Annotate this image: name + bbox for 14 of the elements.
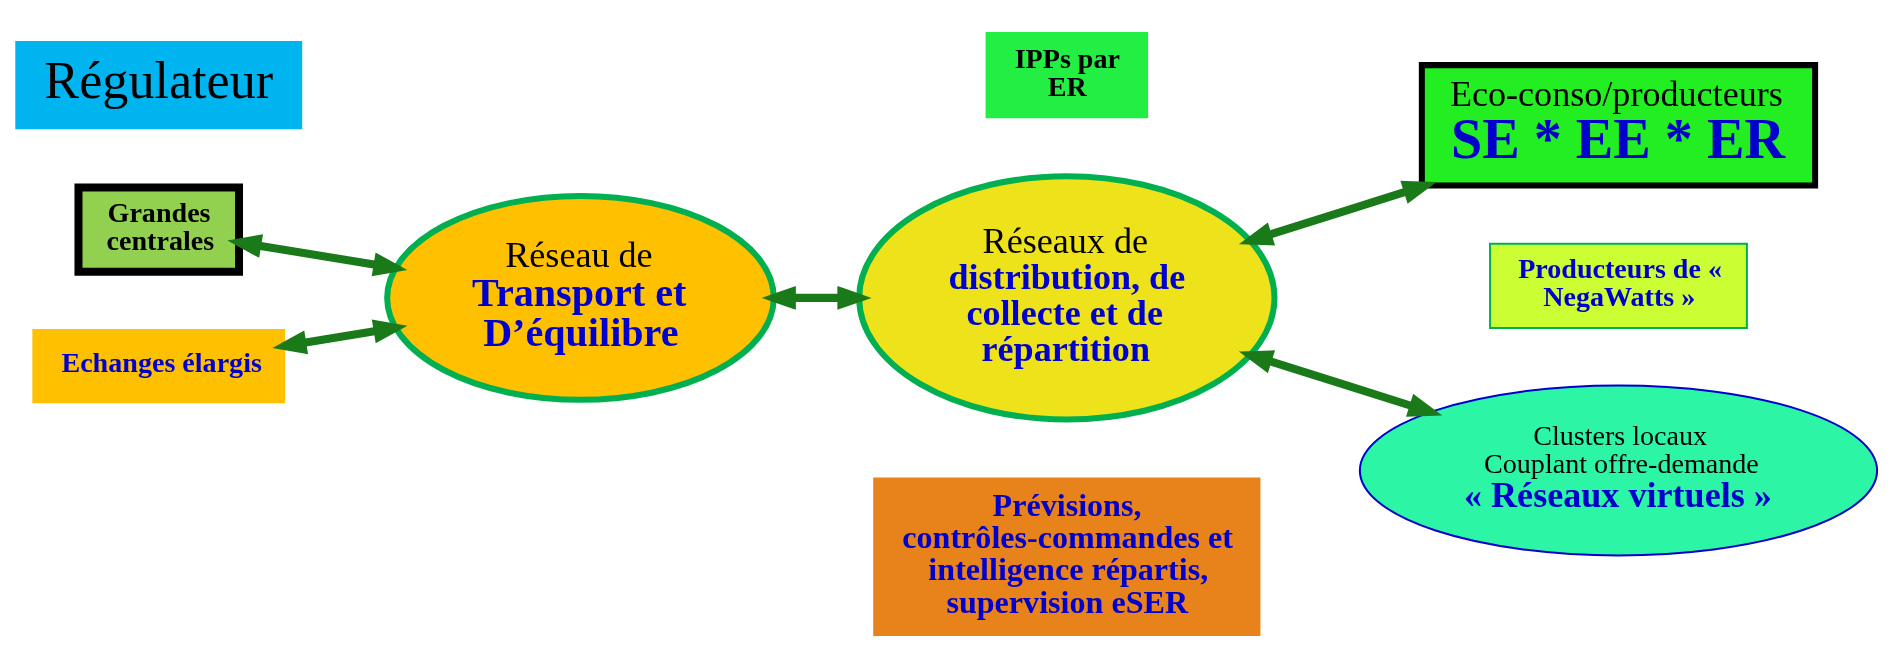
node-box: Producteurs de « NegaWatts » — [1489, 242, 1748, 329]
node-box: Echanges élargis — [32, 328, 286, 403]
arrow — [227, 233, 408, 276]
node-ellipse: Clusters locaux Couplant offre-demande « Réseaux virtuels » — [1358, 383, 1879, 556]
node-box: IPPs par ER — [985, 31, 1149, 118]
node-box: Grandes centrales — [74, 183, 244, 276]
node-box: Prévisions, contrôles-commandes et intelligence répartis, supervision eSER — [873, 476, 1261, 636]
node-box: Régulateur — [15, 40, 303, 129]
node-box: Eco-conso/producteurs SE * EE * ER — [1418, 61, 1819, 189]
arrow — [761, 285, 872, 310]
arrow — [1238, 349, 1443, 417]
node-ellipse: Réseau de Transport et D’équilibre — [384, 192, 777, 403]
arrow — [272, 319, 408, 354]
arrow — [1238, 180, 1437, 245]
